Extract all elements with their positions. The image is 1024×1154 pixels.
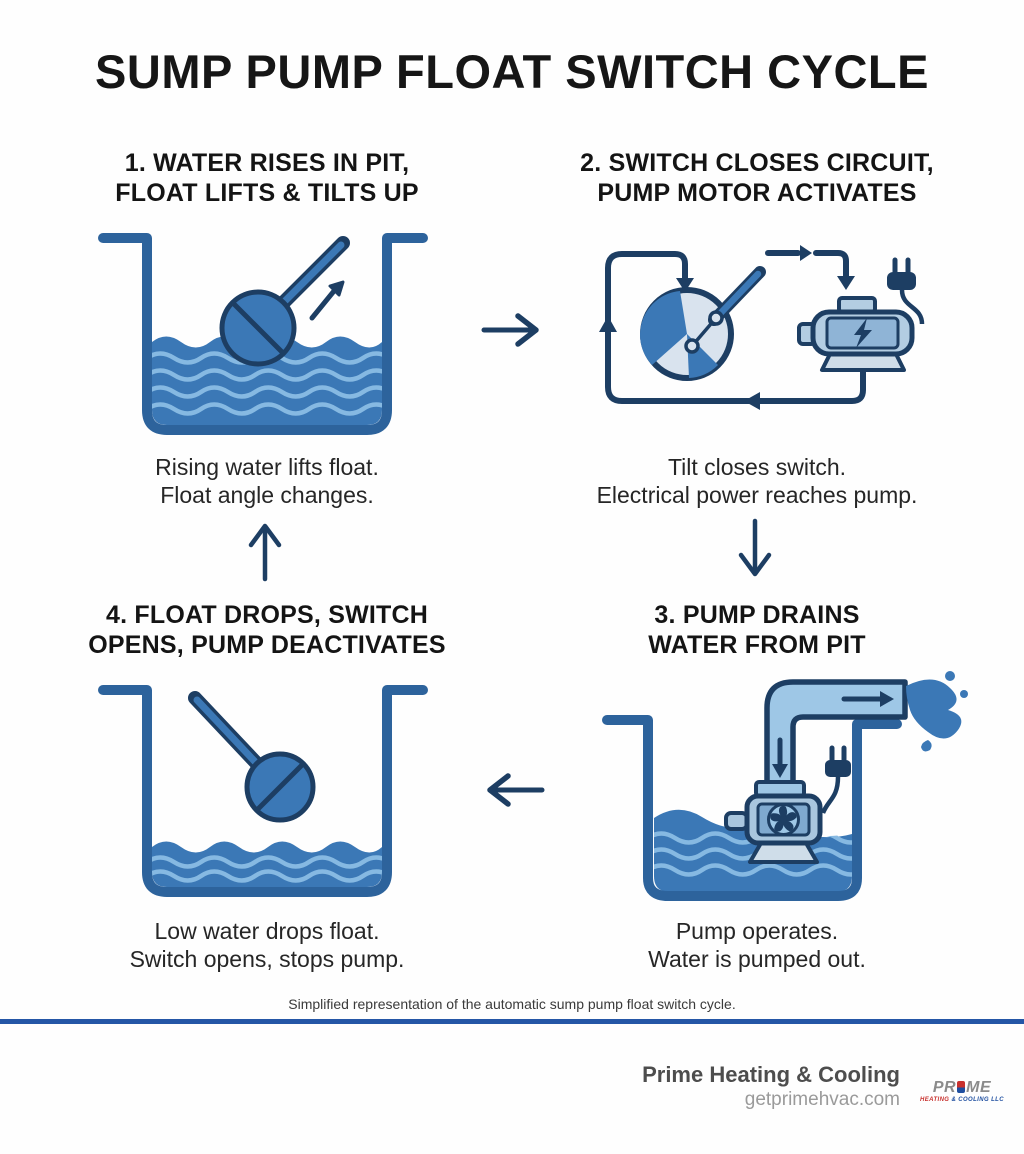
arrow-down-icon [738, 518, 772, 577]
divider-rule [0, 1019, 1024, 1024]
company-name: Prime Heating & Cooling [642, 1062, 900, 1087]
plug-icon [820, 745, 851, 814]
pit-outline [98, 685, 428, 897]
step3-caption-line2: Water is pumped out. [648, 946, 866, 972]
arrow-up-right-icon [309, 280, 345, 321]
step1-heading-line2: FLOAT LIFTS & TILTS UP [115, 179, 419, 207]
plug-icon [887, 257, 925, 325]
logo-word-right: ME [966, 1079, 992, 1096]
footer-brand: Prime Heating & Cooling getprimehvac.com [642, 1062, 900, 1112]
arrow-right-icon [880, 691, 894, 707]
pit-outline [602, 715, 902, 901]
logo-wordmark: PR ME [914, 1080, 1010, 1096]
step4-caption-line1: Low water drops float. [154, 918, 380, 944]
footnote: Simplified representation of the automat… [288, 996, 736, 1012]
step3-heading-line2: WATER FROM PIT [648, 631, 866, 659]
step1-caption-line1: Rising water lifts float. [155, 454, 379, 480]
step3-caption: Pump operates. Water is pumped out. [530, 917, 984, 973]
circuit-switch-motor-illustration [599, 245, 925, 410]
website-url: getprimehvac.com [744, 1089, 900, 1110]
step1-caption: Rising water lifts float. Float angle ch… [40, 453, 494, 509]
step3-heading: 3. PUMP DRAINS WATER FROM PIT [530, 600, 984, 660]
pump-discharge-illustration [602, 671, 968, 901]
step1-caption-line2: Float angle changes. [160, 482, 374, 508]
page-title: SUMP PUMP FLOAT SWITCH CYCLE [95, 45, 929, 98]
step2-heading-line1: 2. SWITCH CLOSES CIRCUIT, [580, 149, 934, 177]
water-splash [906, 671, 968, 752]
step4-caption-line2: Switch opens, stops pump. [129, 946, 405, 972]
pit-float-raised-illustration [98, 233, 428, 435]
logo-flame-icon [957, 1081, 966, 1093]
sump-pump [724, 780, 823, 864]
arrow-right-icon [481, 313, 539, 347]
step2-caption: Tilt closes switch. Electrical power rea… [530, 453, 984, 509]
pit-outline [98, 233, 428, 435]
lightning-bolt-icon [854, 318, 872, 348]
step3-heading-line1: 3. PUMP DRAINS [654, 601, 860, 629]
logo-subtext: HEATING & COOLING LLC [914, 1096, 1010, 1104]
step4-heading-line1: 4. FLOAT DROPS, SWITCH [106, 601, 428, 629]
prime-logo: PR ME HEATING & COOLING LLC [914, 1080, 1010, 1104]
water [152, 841, 382, 887]
step4-heading-line2: OPENS, PUMP DEACTIVATES [88, 631, 446, 659]
arrow-down-icon [772, 764, 788, 778]
pit-float-dropped-illustration [98, 685, 428, 897]
step1-heading: 1. WATER RISES IN PIT, FLOAT LIFTS & TIL… [40, 148, 494, 208]
step2-heading-line2: PUMP MOTOR ACTIVATES [597, 179, 917, 207]
step4-heading: 4. FLOAT DROPS, SWITCH OPENS, PUMP DEACT… [40, 600, 494, 660]
pump-motor [797, 296, 915, 372]
step2-caption-line2: Electrical power reaches pump. [596, 482, 918, 508]
step2-heading: 2. SWITCH CLOSES CIRCUIT, PUMP MOTOR ACT… [530, 148, 984, 208]
step2-caption-line1: Tilt closes switch. [667, 454, 847, 480]
tilt-switch [640, 266, 766, 381]
discharge-pipe [764, 679, 908, 791]
step3-caption-line1: Pump operates. [675, 918, 839, 944]
float-switch [188, 691, 316, 823]
float-switch [219, 236, 350, 367]
logo-subtext-cooling: & COOLING LLC [951, 1097, 1004, 1103]
circuit-arrowheads [599, 245, 855, 410]
arrow-left-icon [487, 773, 545, 807]
logo-subtext-heating: HEATING [920, 1097, 950, 1103]
step4-caption: Low water drops float. Switch opens, sto… [40, 917, 494, 973]
logo-word-left: PR [932, 1079, 957, 1096]
step1-heading-line1: 1. WATER RISES IN PIT, [124, 149, 410, 177]
arrow-up-icon [248, 523, 282, 582]
impeller-icon [767, 803, 800, 836]
